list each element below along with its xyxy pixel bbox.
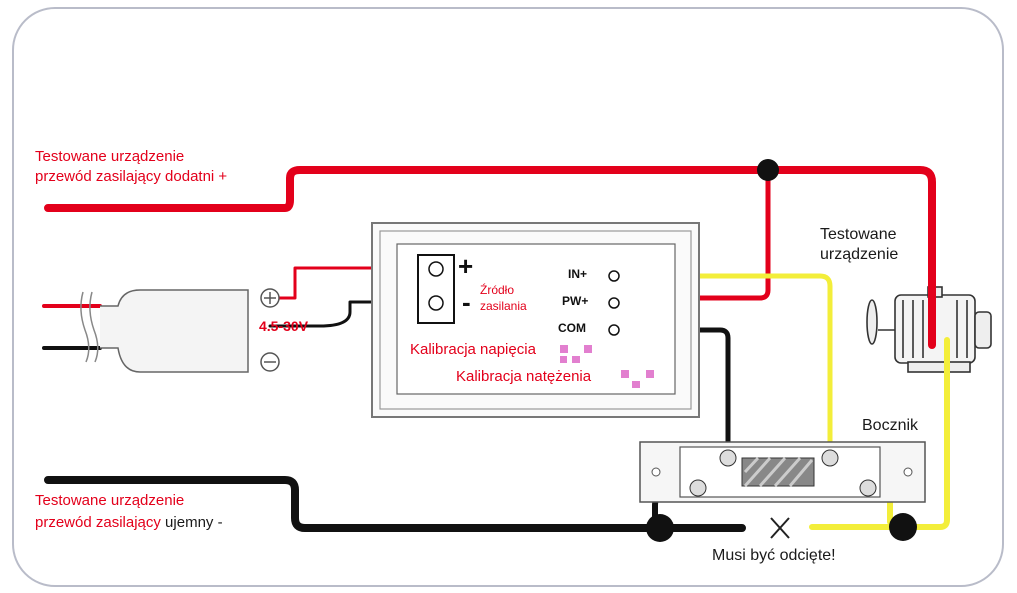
calibration-pads: [560, 345, 654, 388]
current-calibration-label: Kalibracja natężenia: [456, 368, 592, 385]
device-label-line2: urządzenie: [820, 246, 899, 263]
supply-plus-sign: +: [458, 251, 474, 281]
junction-positive: [757, 159, 779, 181]
supply-minus-sign: -: [462, 287, 471, 317]
positive-lead-label-line2: przewód zasilający dodatni +: [35, 168, 228, 185]
supply-source-label-line1: Źródło: [480, 283, 515, 297]
meter-module: [371, 222, 700, 418]
pin-in-label: IN+: [568, 267, 588, 281]
voltage-calibration-label: Kalibracja napięcia: [410, 341, 536, 358]
shunt: [639, 441, 926, 503]
cut-mark-icon: [770, 517, 790, 539]
negative-lead-label-line2: przewód zasilający ujemny -: [35, 514, 223, 531]
voltage-range-label: 4.5-30V: [259, 318, 309, 334]
supply-source-label-line2: zasilania: [480, 299, 527, 313]
negative-lead-red-text: przewód zasilający: [35, 514, 161, 531]
device-label-line1: Testowane: [820, 226, 897, 243]
positive-lead-label-line1: Testowane urządzenie: [35, 148, 185, 165]
negative-lead-label-line1: Testowane urządzenie: [35, 492, 185, 509]
pin-com-label: COM: [558, 321, 586, 335]
junction-negative: [646, 514, 674, 542]
junction-shunt-out: [889, 513, 917, 541]
power-adapter: [80, 288, 280, 373]
cut-note-label: Musi być odcięte!: [712, 547, 836, 564]
shunt-label: Bocznik: [862, 417, 919, 434]
negative-lead-dark-text: ujemny -: [160, 514, 223, 531]
pin-pw-label: PW+: [562, 294, 589, 308]
